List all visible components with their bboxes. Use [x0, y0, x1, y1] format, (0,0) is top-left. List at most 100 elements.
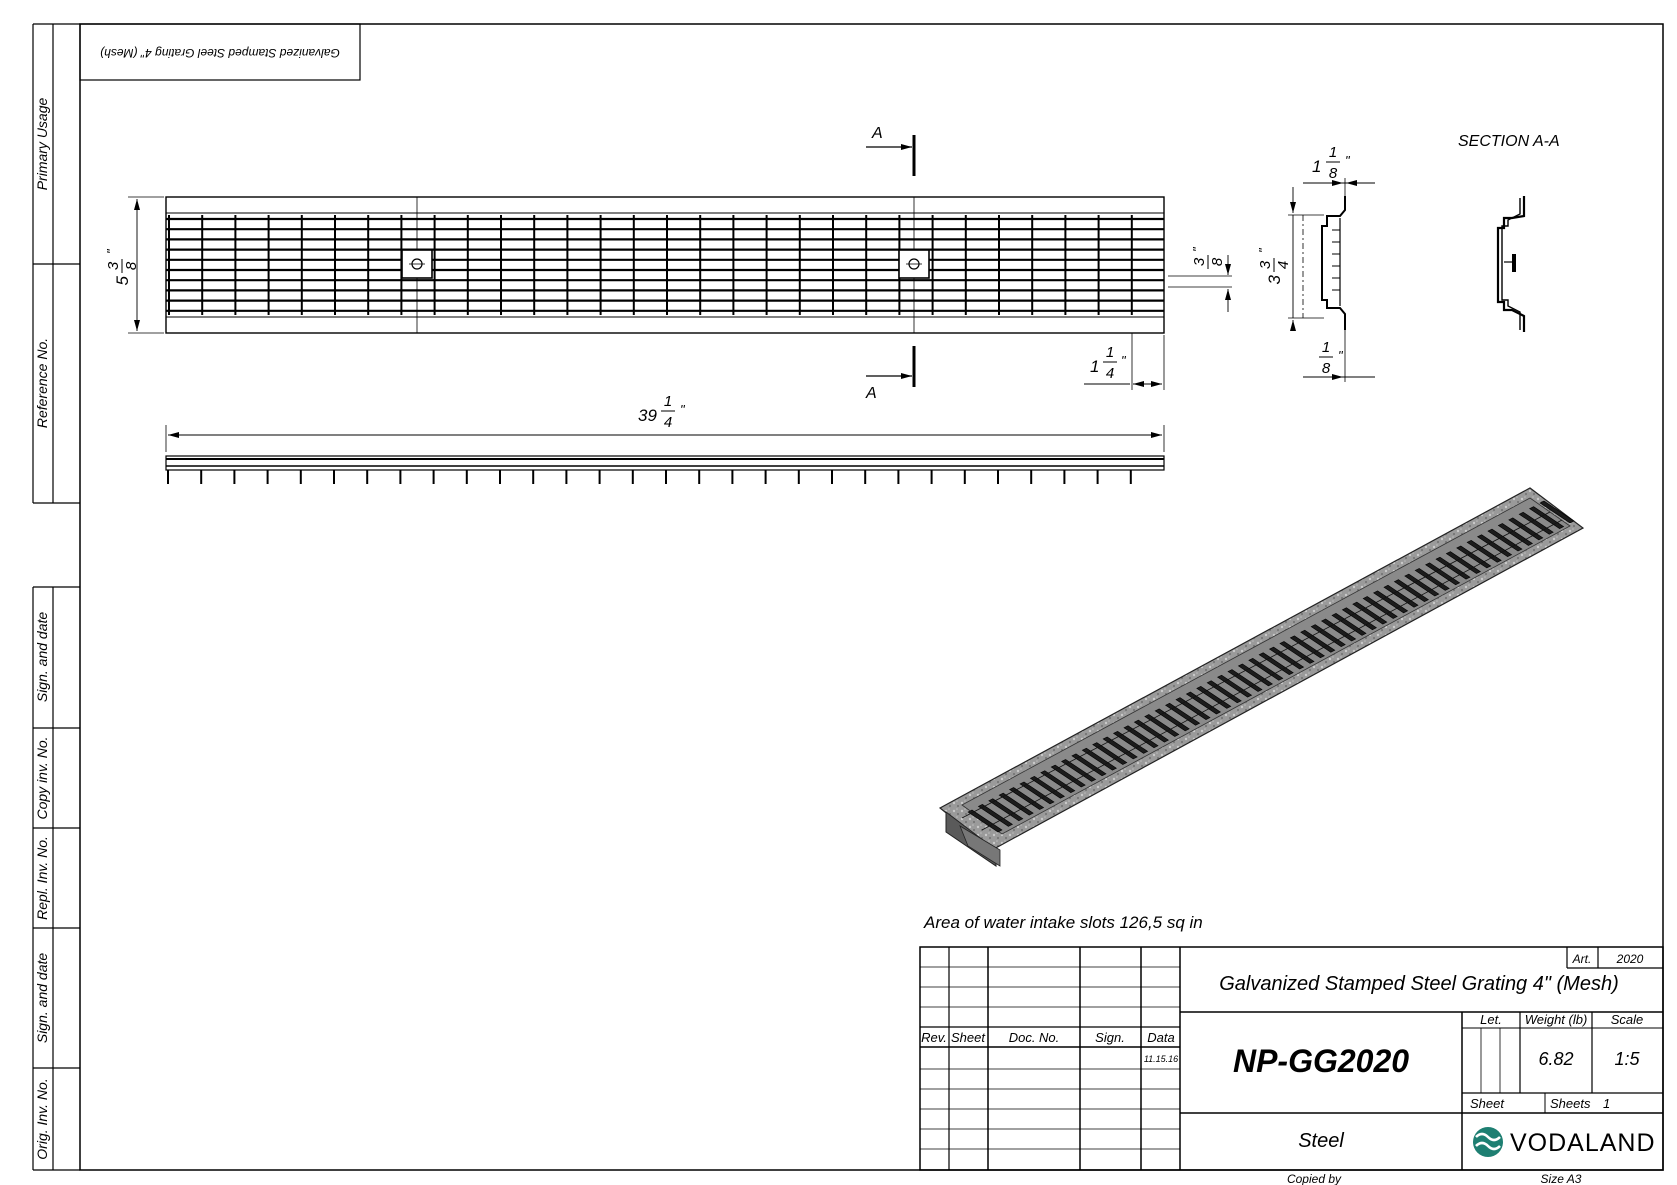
- side-view: [165, 455, 1165, 484]
- dim-length: 39 1 4 ": [165, 393, 1165, 452]
- label-reference-no: Reference No.: [34, 338, 50, 428]
- label-repl-inv-no: Repl. Inv. No.: [34, 836, 50, 920]
- section-cut-markers: A A: [865, 125, 916, 402]
- dim-section-bottom-den: 8: [1322, 360, 1331, 377]
- iso-grating-bar: [1154, 708, 1190, 732]
- iso-grating-bar: [1331, 613, 1367, 636]
- paper-size: Size A3: [1541, 1172, 1582, 1185]
- dim-edge: 1 1 4 ": [1084, 333, 1165, 390]
- header-sign: Sign.: [1095, 1030, 1125, 1045]
- scale-label: Scale: [1611, 1012, 1644, 1027]
- title-block: Rev. Sheet Doc. No. Sign. Data 11.15.16 …: [919, 946, 1664, 1185]
- corner-stamp-text: Galvanized Stamped Steel Grating 4" (Mes…: [100, 46, 340, 60]
- label-primary-usage: Primary Usage: [34, 98, 50, 191]
- sheets-value: 1: [1603, 1096, 1610, 1111]
- dim-length-whole: 39: [638, 406, 657, 425]
- art-value: 2020: [1616, 952, 1644, 966]
- label-sign-date-1: Sign. and date: [34, 612, 50, 703]
- iso-grating-bar: [1300, 629, 1336, 653]
- corner-stamp: Galvanized Stamped Steel Grating 4" (Mes…: [79, 23, 361, 81]
- dim-section-top-num: 1: [1329, 144, 1337, 161]
- vodaland-logo: VODALAND: [1473, 1127, 1656, 1157]
- intake-area-note: Area of water intake slots 126,5 sq in: [923, 913, 1203, 932]
- iso-grating-bar: [1071, 753, 1107, 777]
- dim-section-height-whole: 3: [1265, 274, 1284, 284]
- copied-by: Copied by: [1287, 1172, 1342, 1185]
- iso-grating-bar: [1321, 618, 1357, 642]
- sheet-label: Sheet: [1470, 1096, 1505, 1111]
- header-doc-no: Doc. No.: [1009, 1030, 1060, 1045]
- dim-slot: 3 8 ": [1168, 246, 1232, 312]
- iso-grating-bar: [1529, 506, 1565, 529]
- dim-length-num: 1: [664, 393, 672, 410]
- dim-section-top-inch: ": [1345, 153, 1351, 168]
- label-copy-inv-no: Copy inv. No.: [34, 737, 50, 820]
- iso-grating-bar: [1289, 635, 1325, 659]
- dim-edge-inch: ": [1121, 353, 1127, 368]
- dim-edge-den: 4: [1106, 365, 1114, 382]
- iso-grating-bar: [1061, 759, 1097, 782]
- dim-section-bottom-num: 1: [1322, 339, 1330, 356]
- scale-value: 1:5: [1614, 1049, 1640, 1069]
- dim-height-den: 8: [123, 261, 140, 270]
- dim-slot-num: 3: [1191, 257, 1208, 266]
- dim-slot-den: 8: [1209, 257, 1226, 266]
- isometric-view: [938, 487, 1585, 867]
- iso-grating-bar: [1258, 652, 1294, 676]
- iso-grating-bar: [1123, 725, 1159, 749]
- dim-edge-num: 1: [1106, 344, 1114, 361]
- weight-label: Weight (lb): [1525, 1012, 1588, 1027]
- iso-grating-bar: [1081, 747, 1117, 771]
- top-view: [165, 196, 1165, 334]
- iso-grating-bar: [1175, 697, 1211, 720]
- section-letter-bottom: A: [865, 385, 877, 402]
- dim-height-whole: 5: [113, 275, 132, 285]
- iso-grating-bar: [988, 798, 1024, 822]
- section-letter-top: A: [871, 125, 883, 142]
- iso-grating-bar: [998, 792, 1034, 816]
- date-value: 11.15.16: [1144, 1054, 1178, 1064]
- iso-grating-bar: [1248, 657, 1284, 681]
- iso-grating-bar: [1029, 775, 1065, 799]
- let-label: Let.: [1480, 1012, 1502, 1027]
- iso-grating-bar: [1144, 714, 1180, 737]
- header-sheet: Sheet: [951, 1030, 986, 1045]
- header-rev: Rev.: [921, 1030, 947, 1045]
- dim-section-height-den: 4: [1275, 261, 1292, 269]
- header-data: Data: [1147, 1030, 1174, 1045]
- drawing-title: Galvanized Stamped Steel Grating 4" (Mes…: [1219, 973, 1619, 995]
- iso-grating-bar: [1092, 742, 1128, 765]
- dim-height-num: 3: [105, 261, 122, 270]
- iso-grating-bar: [1009, 787, 1045, 810]
- side-labels: Primary Usage Reference No. Sign. and da…: [34, 98, 50, 1160]
- iso-grating-bar: [1269, 646, 1305, 670]
- iso-grating-bar: [1113, 730, 1149, 754]
- dim-edge-whole: 1: [1090, 357, 1099, 376]
- dim-height: 5 3 8 ": [104, 196, 164, 334]
- iso-grating-bar: [1196, 686, 1232, 709]
- label-orig-inv-no: Orig. Inv. No.: [34, 1078, 50, 1159]
- iso-grating-bar: [967, 809, 1003, 833]
- iso-grating-bar: [1050, 764, 1086, 788]
- sheet-frame: [32, 23, 1664, 1171]
- iso-grating-bar: [1518, 511, 1554, 535]
- part-code: NP-GG2020: [1233, 1043, 1409, 1079]
- iso-grating-bar: [1040, 770, 1076, 794]
- art-label: Art.: [1572, 952, 1592, 966]
- dim-slot-inch: ": [1190, 246, 1205, 252]
- dim-section-top-den: 8: [1329, 165, 1338, 182]
- iso-grating-bar: [1310, 624, 1346, 647]
- iso-grating-bar: [1165, 702, 1201, 726]
- dim-length-inch: ": [680, 402, 686, 417]
- iso-grating-bar: [1539, 500, 1575, 524]
- logo-text: VODALAND: [1510, 1129, 1656, 1157]
- iso-grating-bar: [1341, 607, 1377, 631]
- iso-grating-bar: [1133, 719, 1169, 743]
- iso-grating-bar: [1185, 691, 1221, 715]
- dim-length-den: 4: [664, 414, 672, 431]
- section-profile-dimensioned: 3 3 4 " 1 1 8 " 1 8 ": [1256, 144, 1375, 382]
- iso-grating-bar: [977, 804, 1013, 827]
- iso-grating-bar: [1019, 781, 1055, 805]
- dim-section-bottom-inch: ": [1338, 348, 1344, 363]
- dim-section-height-num: 3: [1257, 260, 1274, 269]
